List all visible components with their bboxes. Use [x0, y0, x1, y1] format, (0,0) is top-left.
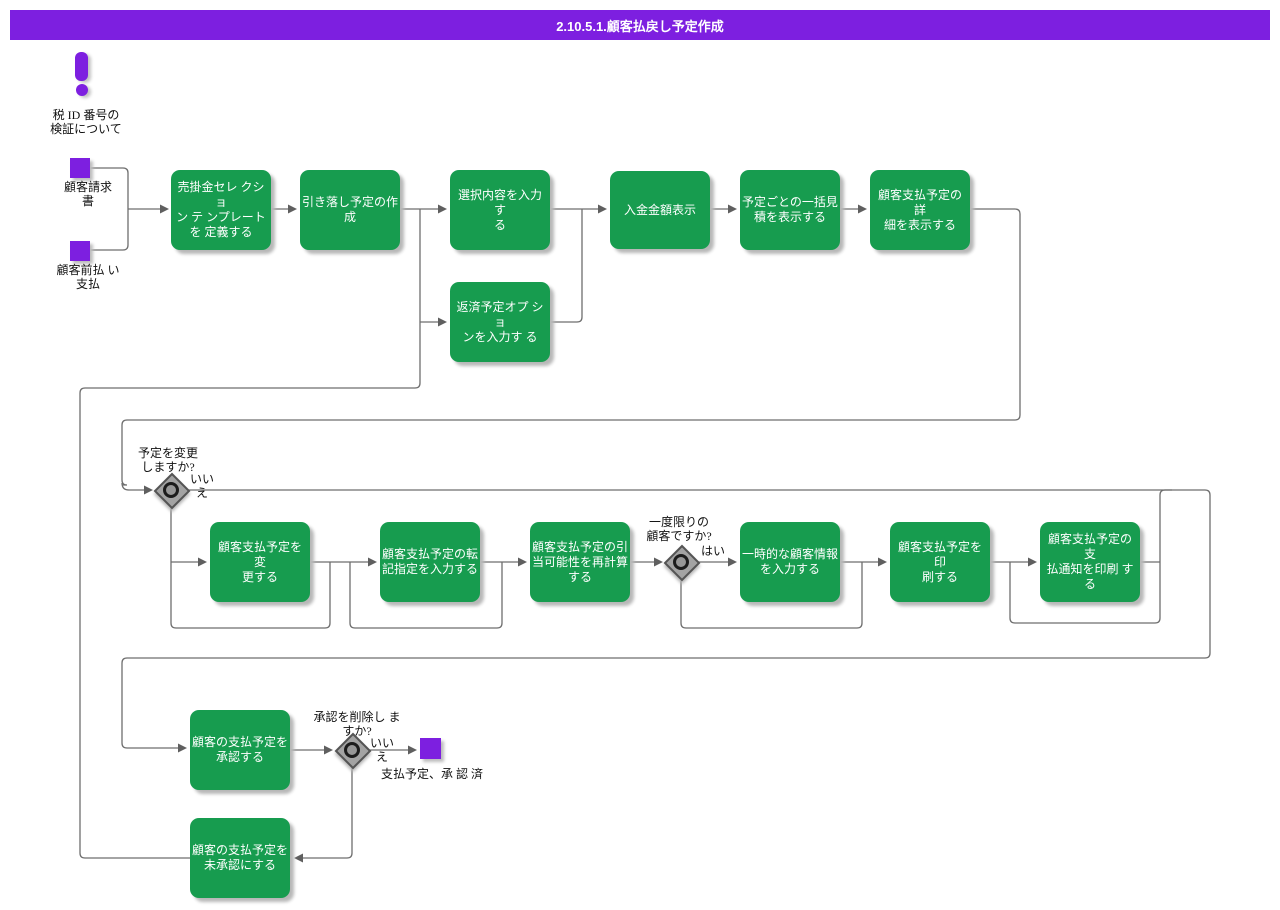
- task-label: 予定ごとの一括見 積を表示する: [742, 195, 838, 224]
- end-event-schedule-approved[interactable]: [420, 738, 441, 759]
- task-label: 顧客支払予定の 詳 細を表示する: [877, 187, 962, 232]
- gateway-question-label: 予定を変更 しますか?: [137, 446, 198, 474]
- task-label: 引き落し予定の作 成: [302, 195, 399, 224]
- start-event-customer-invoice[interactable]: [70, 158, 90, 178]
- diagram-title-bar: 2.10.5.1.顧客払戻し予定作成: [10, 10, 1270, 40]
- task-label: 顧客の支払予定を 承認する: [192, 735, 289, 764]
- start-event-label: 顧客請求 書: [63, 180, 112, 208]
- task-enter-selections[interactable]: 選択内容を入力 す る: [450, 170, 550, 250]
- task-define-selection-template[interactable]: 売掛金セレ クショ ン テ ンプレート を 定義する: [171, 170, 271, 250]
- task-recalculate-availability[interactable]: 顧客支払予定の引 当可能性を再計算 する: [530, 522, 630, 602]
- gateway-question-label: 一度限りの 顧客ですか?: [646, 515, 712, 543]
- gateway-branch-label: いい え: [189, 472, 214, 500]
- task-label: 顧客支払予定を 印 刷する: [897, 539, 982, 584]
- exclamation-dot-icon: [76, 84, 88, 96]
- task-label: 顧客支払予定を 変 更する: [217, 539, 302, 584]
- task-print-payment-notice[interactable]: 顧客支払予定の 支 払通知を印刷 する: [1040, 522, 1140, 602]
- gateway-circle-icon: [673, 554, 689, 570]
- task-label: 一時的な顧客情報 を入力する: [742, 547, 839, 576]
- task-label: 顧客支払予定の転 記指定を入力する: [382, 547, 479, 576]
- task-label: 顧客の支払予定を 未承認にする: [192, 843, 289, 872]
- gateway-question-label: 承認を削除し ま すか?: [313, 710, 401, 738]
- task-create-debit-schedule[interactable]: 引き落し予定の作 成: [300, 170, 400, 250]
- exclamation-icon: [75, 52, 88, 81]
- task-print-schedule[interactable]: 顧客支払予定を 印 刷する: [890, 522, 990, 602]
- task-display-deposit-amount[interactable]: 入金金額表示: [610, 171, 710, 249]
- task-display-batch-estimate[interactable]: 予定ごとの一括見 積を表示する: [740, 170, 840, 250]
- task-label: 売掛金セレ クショ ン テ ンプレート を 定義する: [176, 180, 266, 239]
- task-approve-schedule[interactable]: 顧客の支払予定を 承認する: [190, 710, 290, 790]
- task-change-schedule[interactable]: 顧客支払予定を 変 更する: [210, 522, 310, 602]
- task-enter-temp-customer-info[interactable]: 一時的な顧客情報 を入力する: [740, 522, 840, 602]
- task-label: 顧客支払予定の引 当可能性を再計算 する: [532, 539, 629, 584]
- task-label: 選択内容を入力 す る: [457, 187, 542, 232]
- task-enter-posting-spec[interactable]: 顧客支払予定の転 記指定を入力する: [380, 522, 480, 602]
- task-enter-repayment-options[interactable]: 返済予定オプ ショ ンを入力す る: [450, 282, 550, 362]
- gateway-circle-icon: [163, 482, 179, 498]
- task-unapprove-schedule[interactable]: 顧客の支払予定を 未承認にする: [190, 818, 290, 898]
- gateway-change-schedule[interactable]: [153, 472, 191, 510]
- gateway-one-time-customer[interactable]: [663, 544, 701, 582]
- gateway-branch-label: はい: [700, 544, 725, 558]
- task-label: 返済予定オプ ショ ンを入力す る: [456, 299, 544, 344]
- start-event-label: 顧客前払 い 支払: [56, 263, 120, 291]
- end-event-label: 支払予定、承 認 済: [380, 767, 483, 781]
- diagram-title: 2.10.5.1.顧客払戻し予定作成: [556, 18, 724, 34]
- annotation-label: 税 ID 番号の 検証について: [50, 108, 122, 136]
- task-label: 入金金額表示: [623, 202, 696, 217]
- task-label: 顧客支払予定の 支 払通知を印刷 する: [1046, 532, 1134, 591]
- task-display-schedule-details[interactable]: 顧客支払予定の 詳 細を表示する: [870, 170, 970, 250]
- gateway-remove-approval[interactable]: [334, 732, 372, 770]
- start-event-customer-prepayment[interactable]: [70, 241, 90, 261]
- gateway-branch-label: いい え: [369, 736, 394, 764]
- gateway-circle-icon: [344, 742, 360, 758]
